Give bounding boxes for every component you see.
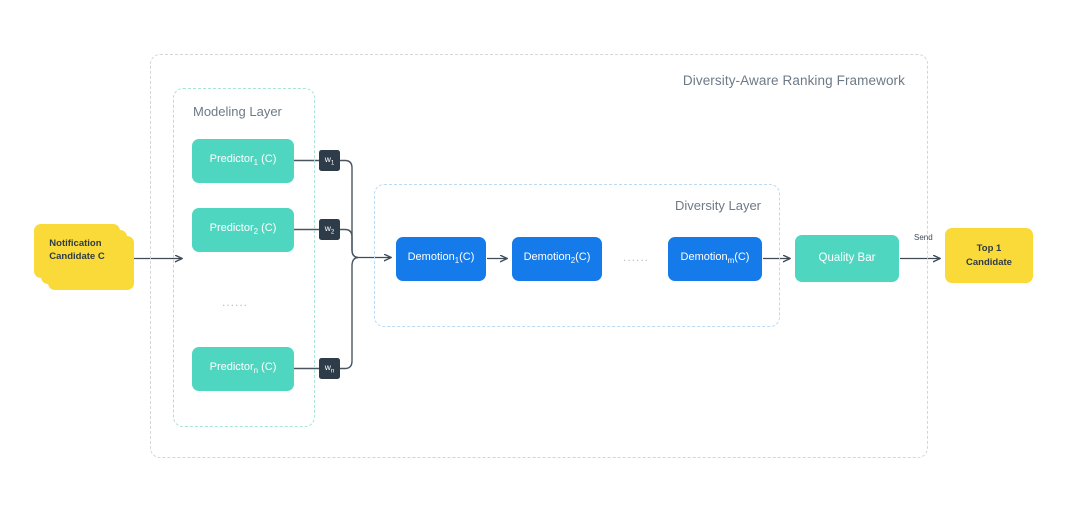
predictor-2-box: Predictor2 (C) xyxy=(192,208,294,252)
top-candidate-box: Top 1 Candidate xyxy=(945,228,1033,283)
quality-bar-box: Quality Bar xyxy=(795,235,899,282)
demotion-m-arg: (C) xyxy=(734,251,750,264)
notification-label-line2: Candidate C xyxy=(49,251,105,262)
weight-1-subscript: 1 xyxy=(330,159,335,167)
predictor-1-box: Predictor1 (C) xyxy=(192,139,294,183)
demotion-m-box: Demotionm(C) xyxy=(668,237,762,281)
demotion-1-subscript: 1 xyxy=(454,256,460,266)
modeling-layer-ellipsis: ...... xyxy=(222,295,249,309)
demotion-1-box: Demotion1(C) xyxy=(396,237,486,281)
weight-1-box: w1 xyxy=(319,150,340,171)
demotion-m-name: Demotion xyxy=(680,251,728,264)
send-arrow-label: Send xyxy=(914,233,933,242)
demotion-m-subscript: m xyxy=(727,256,735,266)
diversity-layer-ellipsis: ...... xyxy=(623,250,650,264)
top-candidate-line1: Top 1 xyxy=(976,243,1002,255)
weight-2-subscript: 2 xyxy=(330,228,335,236)
diversity-layer-container: Diversity Layer xyxy=(374,184,780,327)
weight-n-label: w xyxy=(324,361,331,372)
predictor-1-arg: (C) xyxy=(261,153,277,166)
predictor-n-box: Predictorn (C) xyxy=(192,347,294,391)
predictor-n-name: Predictor xyxy=(209,361,254,374)
top-candidate-line2: Candidate xyxy=(966,256,1012,268)
demotion-2-subscript: 2 xyxy=(570,256,576,266)
demotion-1-arg: (C) xyxy=(459,251,475,264)
notification-candidate-box: Notification Candidate C xyxy=(34,224,120,278)
modeling-layer-title: Modeling Layer xyxy=(193,104,282,119)
quality-bar-label: Quality Bar xyxy=(818,252,876,265)
weight-n-box: wn xyxy=(319,358,340,379)
demotion-2-box: Demotion2(C) xyxy=(512,237,602,281)
demotion-2-name: Demotion xyxy=(523,251,571,264)
predictor-n-arg: (C) xyxy=(261,361,277,374)
weight-2-label: w xyxy=(324,222,331,233)
framework-title: Diversity-Aware Ranking Framework xyxy=(682,73,905,88)
framework-container: Diversity-Aware Ranking Framework xyxy=(150,54,928,458)
predictor-2-subscript: 2 xyxy=(253,227,259,237)
predictor-1-name: Predictor xyxy=(209,153,254,166)
demotion-2-arg: (C) xyxy=(575,251,591,264)
weight-1-label: w xyxy=(324,153,331,164)
predictor-2-name: Predictor xyxy=(209,222,254,235)
notification-label-line1: Notification xyxy=(49,238,102,250)
diversity-layer-title: Diversity Layer xyxy=(675,198,761,213)
predictor-1-subscript: 1 xyxy=(253,158,259,168)
weight-n-subscript: n xyxy=(330,367,335,375)
modeling-layer-container: Modeling Layer xyxy=(173,88,315,427)
weight-2-box: w2 xyxy=(319,219,340,240)
predictor-2-arg: (C) xyxy=(261,222,277,235)
predictor-n-subscript: n xyxy=(253,366,259,376)
demotion-1-name: Demotion xyxy=(407,251,455,264)
